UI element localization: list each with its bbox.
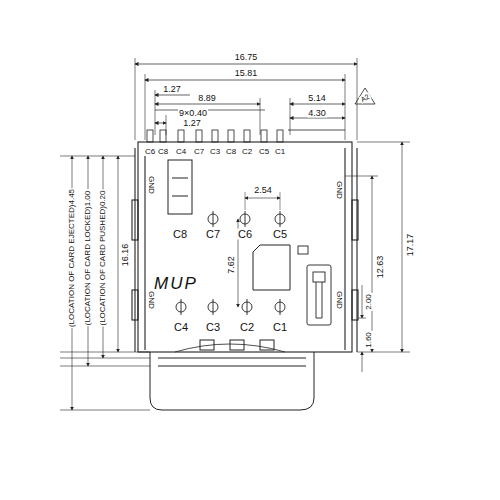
contact-name: C2 bbox=[239, 322, 255, 333]
dimension: 1.27 bbox=[182, 119, 202, 128]
dimension: 5.14 bbox=[307, 94, 327, 103]
dimension: 16.16 bbox=[121, 243, 130, 268]
dimension: 7.62 bbox=[227, 255, 236, 275]
contact-name: C6 bbox=[237, 229, 253, 240]
dimension: 16.75 bbox=[234, 53, 259, 62]
pin-name: C5 bbox=[258, 148, 270, 156]
contact-name: C8 bbox=[172, 229, 188, 240]
contact-name: C1 bbox=[272, 322, 288, 333]
revision-mark: A2 bbox=[359, 92, 372, 103]
ground-label: GND bbox=[335, 290, 343, 310]
dimension: 2.00 bbox=[365, 293, 373, 311]
pin-name: C6 bbox=[144, 148, 156, 156]
dimension: 1.60 bbox=[365, 331, 373, 349]
ground-label: GND bbox=[335, 180, 343, 200]
pin-name: C8 bbox=[157, 148, 169, 156]
ground-label: GND bbox=[147, 175, 155, 195]
contact-name: C4 bbox=[173, 322, 189, 333]
pin-name: C2 bbox=[241, 148, 253, 156]
dimension: 2.54 bbox=[253, 186, 273, 195]
dimension: 17.17 bbox=[406, 233, 415, 258]
dimension: 9×0.40 bbox=[178, 109, 208, 118]
contact-name: C3 bbox=[205, 322, 221, 333]
brand-logo: MUP bbox=[153, 275, 199, 292]
dimension: 8.89 bbox=[197, 94, 217, 103]
pin-name: C3 bbox=[209, 148, 221, 156]
location-note: (LOCATION OF CARD PUSHED)0.20 bbox=[99, 190, 107, 327]
dimension: 4.30 bbox=[307, 109, 327, 118]
dimension: 15.81 bbox=[234, 69, 259, 78]
pin-name: C7 bbox=[193, 148, 205, 156]
dimension: 1.27 bbox=[162, 85, 182, 94]
pin-name: C1 bbox=[274, 148, 286, 156]
location-note: (LOCATION OF CARD EJECTED)4.45 bbox=[68, 188, 76, 328]
pin-name: C4 bbox=[175, 148, 187, 156]
contact-name: C7 bbox=[205, 229, 221, 240]
ground-label: GND bbox=[147, 290, 155, 310]
pin-name: C8 bbox=[225, 148, 237, 156]
contact-name: C5 bbox=[272, 229, 288, 240]
location-note: (LOCATION OF CARD LOCKED)1.00 bbox=[84, 190, 92, 327]
dimension: 12.63 bbox=[376, 255, 385, 280]
